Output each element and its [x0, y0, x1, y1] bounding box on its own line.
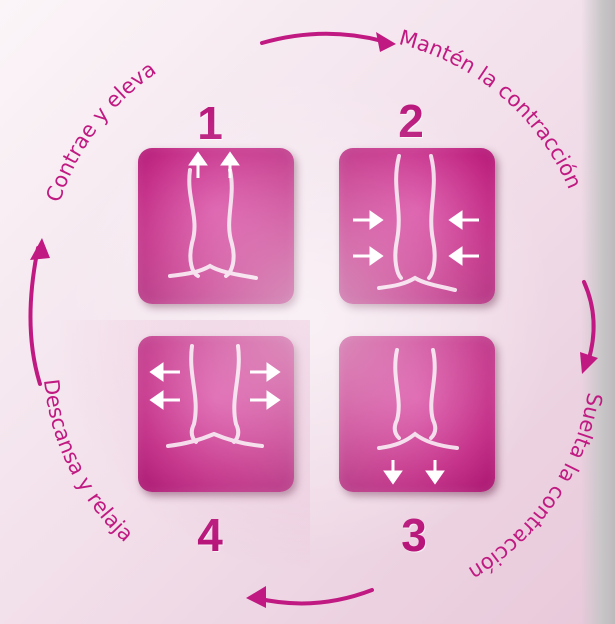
step-4-label: Descansa y relaja: [39, 378, 138, 547]
arrow-up-icon: [191, 154, 237, 178]
cycle-arc-bottom: [256, 590, 372, 603]
step-2-card: [339, 148, 495, 304]
muscle-left-wall: [395, 156, 401, 278]
step-3-illustration: [339, 336, 495, 492]
step-1-illustration: [138, 148, 294, 304]
muscle-right-wall: [226, 170, 234, 276]
muscle-right-wall: [429, 156, 435, 278]
pelvic-floor-base: [168, 434, 262, 446]
step-2-number: 2: [391, 98, 431, 144]
arrow-outward-icon: [152, 365, 278, 407]
muscle-left-wall: [189, 170, 198, 276]
cycle-arrowhead-top: [376, 32, 396, 52]
muscle-right-wall: [234, 346, 239, 442]
step-3-number: 3: [394, 512, 434, 558]
muscle-left-wall: [395, 350, 399, 438]
step-4-illustration: [138, 336, 294, 492]
arrow-down-icon: [386, 460, 442, 482]
step-4-card: [138, 336, 294, 492]
step-4-label-curved: Descansa y relaja: [39, 378, 138, 547]
step-2-illustration: [339, 148, 495, 304]
step-1-card: [138, 148, 294, 304]
pelvic-floor-base: [379, 434, 457, 448]
step-4-number: 4: [190, 512, 230, 558]
muscle-left-wall: [191, 346, 196, 442]
arrow-inward-icon: [353, 213, 479, 263]
cycle-arrowhead-right: [580, 352, 598, 374]
cycle-arc-top: [262, 34, 386, 43]
muscle-right-wall: [431, 350, 435, 438]
step-3-card: [339, 336, 495, 492]
cycle-arrowhead-bottom: [246, 586, 266, 608]
pelvic-floor-base: [379, 278, 455, 290]
cycle-arrowhead-left: [30, 238, 50, 260]
pelvic-floor-base: [170, 266, 256, 278]
step-1-number: 1: [190, 100, 230, 146]
cycle-arc-left: [30, 248, 40, 384]
cycle-arc-right: [584, 282, 594, 362]
